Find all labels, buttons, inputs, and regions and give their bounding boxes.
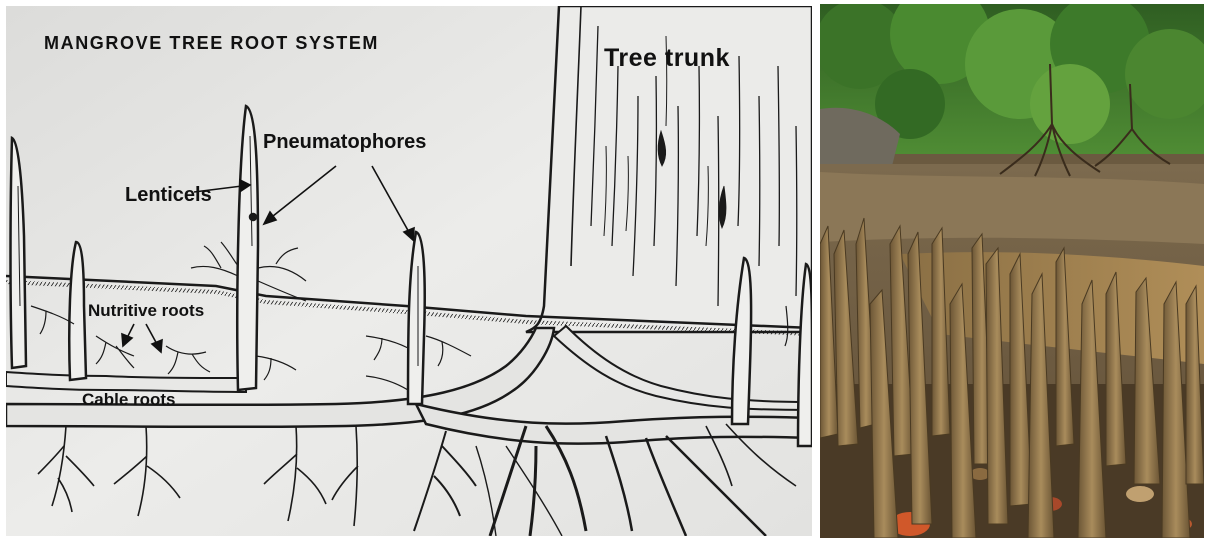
mangrove-pneumatophores-photo xyxy=(820,4,1204,538)
diagram-title: MANGROVE TREE ROOT SYSTEM xyxy=(44,34,379,52)
nutritive-roots-label: Nutritive roots xyxy=(88,302,204,319)
diagram-drawing xyxy=(6,6,812,536)
cable-roots-label: Cable roots xyxy=(82,391,176,408)
pneumatophores-label: Pneumatophores xyxy=(263,132,426,152)
tree-trunk-label: Tree trunk xyxy=(604,46,730,71)
photo-drawing xyxy=(820,4,1204,538)
root-system-diagram: MANGROVE TREE ROOT SYSTEM Tree trunk Pne… xyxy=(6,6,812,536)
lenticels-label: Lenticels xyxy=(125,185,212,205)
